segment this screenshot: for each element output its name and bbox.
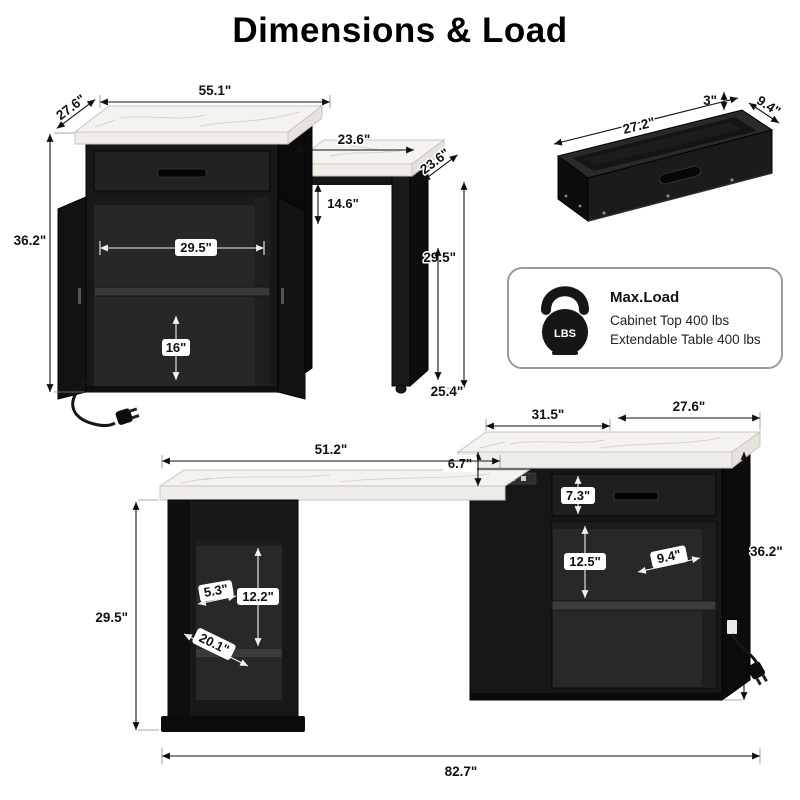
island-top-side	[731, 431, 761, 470]
plug-icon	[747, 661, 768, 686]
drawer-glides	[564, 178, 734, 215]
drawer-handle-slot	[659, 165, 701, 185]
cabinet-base	[86, 386, 278, 392]
dim-drawer-depth: 9.4"	[754, 93, 783, 119]
drawer-view: 3" 27.2" 9.4"	[553, 91, 785, 222]
marble-veins	[479, 437, 721, 449]
dim-top-right-width: 27.6"	[673, 399, 706, 414]
dim-side-shelf-height: 12.2"	[242, 589, 273, 604]
cabinet-top	[73, 105, 324, 133]
pedestal-top-shade	[196, 540, 282, 546]
island-cabinet-plinth	[470, 693, 722, 700]
dim-cabinet-height: 36.2"	[14, 233, 47, 248]
island-cabinet-side	[721, 444, 751, 701]
table-leg	[391, 175, 411, 387]
dim-drawer-height: 7.3"	[566, 488, 590, 503]
dim-table-height: 29.5"	[423, 250, 456, 265]
pedestal-base	[161, 716, 305, 732]
cord	[71, 378, 116, 428]
dim-top-left-width: 31.5"	[532, 407, 565, 422]
shelf-top-shade	[552, 522, 716, 529]
weight-icon-label: LBS	[554, 328, 576, 340]
folded-table	[290, 139, 446, 394]
marble-veins	[179, 473, 491, 484]
extended-table	[158, 469, 531, 501]
max-load-line2: Extendable Table 400 lbs	[610, 332, 761, 347]
max-load-box: LBS Max.Load Cabinet Top 400 lbs Extenda…	[507, 267, 783, 369]
dim-total-width: 82.7"	[445, 764, 478, 779]
door-handle-left	[78, 288, 81, 304]
power-cord	[71, 378, 140, 428]
weight-icon: LBS	[541, 286, 589, 355]
dim-shelf-height: 12.5"	[569, 554, 600, 569]
extended-view: 31.5" 27.6" 6.7" 7.3" 12.5" 9.4" 36.2"	[94, 398, 784, 781]
dim-table-width: 23.6"	[338, 132, 371, 147]
open-door-right	[277, 196, 306, 400]
pedestal-opening	[196, 540, 282, 700]
island-drawer-handle	[613, 491, 659, 501]
drawer-bottom-edge	[587, 172, 773, 222]
island-cabinet	[456, 431, 762, 701]
table-support-arm	[292, 176, 402, 185]
interior-top-shade	[94, 197, 270, 205]
outlet-plate	[727, 620, 737, 634]
cabinet-top-edge	[74, 131, 289, 145]
dim-top-width: 55.1"	[199, 83, 232, 98]
dim-cabinet-height-2: 36.2"	[750, 544, 783, 559]
power-cord-2	[727, 620, 768, 686]
view2-dimensions: 31.5" 27.6" 6.7" 7.3" 12.5" 9.4" 36.2"	[94, 398, 784, 781]
extended-table-edge	[159, 485, 506, 501]
open-door-left	[57, 196, 87, 400]
dim-side-shelf-width: 5.3"	[203, 581, 229, 600]
door-handle-right	[281, 288, 284, 304]
dim-lower-shelf-height: 16"	[166, 340, 187, 355]
dim-shelf-depth: 9.4"	[655, 547, 682, 567]
dim-drop-gap: 14.6"	[327, 196, 358, 211]
pedestal-side	[168, 500, 190, 730]
marble-veins	[94, 111, 301, 128]
cabinet-folded-view: 55.1" 27.6" 36.2" 29.5" 16" 23.6" 23.6"	[12, 82, 468, 428]
plug-icon	[115, 407, 140, 425]
dim-step-height: 6.7"	[448, 456, 472, 471]
dim-shelf-width: 29.5"	[180, 240, 211, 255]
max-load-heading: Max.Load	[610, 289, 679, 306]
dim-table-height-2: 29.5"	[95, 610, 128, 625]
cabinet-shelf	[93, 286, 271, 297]
island-top-edge	[457, 451, 733, 469]
drawer-handle	[157, 168, 207, 178]
max-load-line1: Cabinet Top 400 lbs	[610, 313, 729, 328]
table-leg-side	[409, 160, 429, 388]
table-caster	[395, 384, 407, 394]
cabinet-top-side	[287, 104, 323, 146]
dim-bottom-clearance: 25.4"	[431, 384, 464, 399]
table-pedestal	[161, 499, 305, 732]
page-title: Dimensions & Load	[232, 11, 567, 50]
island-middle-shelf	[551, 600, 717, 611]
dim-table-length: 51.2"	[315, 442, 348, 457]
